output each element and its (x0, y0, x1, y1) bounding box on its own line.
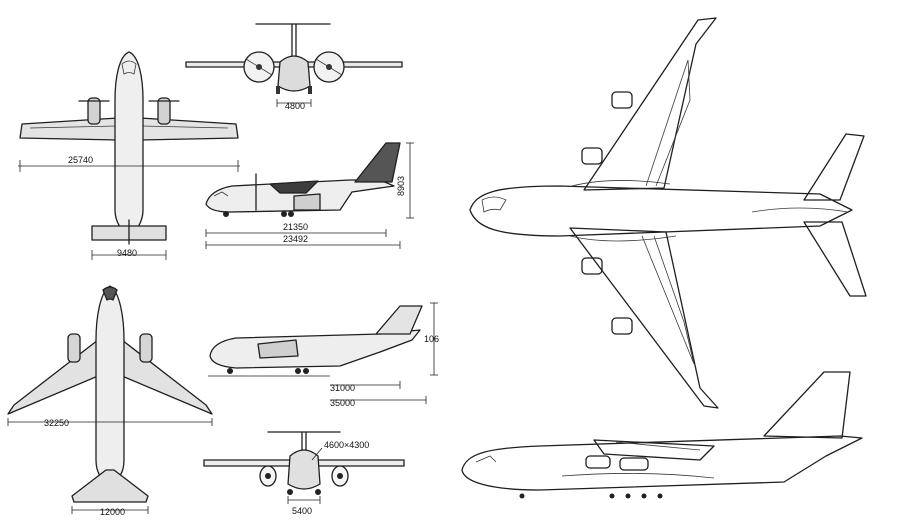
dim-a-length-1: 21350 (283, 222, 308, 232)
dim-a-span: 25740 (68, 155, 93, 165)
aircraft-c-side-view (461, 371, 863, 499)
dim-b-cargo: 4600×4300 (324, 440, 369, 450)
dim-a-front-width: 4800 (285, 101, 305, 111)
dim-b-length-1: 31000 (330, 383, 355, 393)
aircraft-a-top-view: 25740 9480 (18, 51, 240, 260)
dim-a-length-2: 23492 (283, 234, 308, 244)
dim-a-height: 8903 (396, 176, 406, 196)
aircraft-b-front-view: 5400 4600×4300 (203, 431, 405, 516)
dim-b-tail-span: 12000 (100, 507, 125, 517)
aircraft-a-front-view: 4800 (185, 23, 403, 111)
aircraft-b-side-view: 106 31000 35000 (208, 302, 439, 408)
aircraft-b-top-view: 32250 12000 (7, 285, 213, 517)
dim-b-span: 32250 (44, 418, 69, 428)
dim-b-track: 5400 (292, 506, 312, 516)
aircraft-a-side-view: 21350 23492 8903 (205, 142, 414, 249)
aircraft-c-top-view (469, 17, 867, 409)
dim-b-length-2: 35000 (330, 398, 355, 408)
dim-a-tail-span: 9480 (117, 248, 137, 258)
dim-b-height: 106 (424, 334, 439, 344)
